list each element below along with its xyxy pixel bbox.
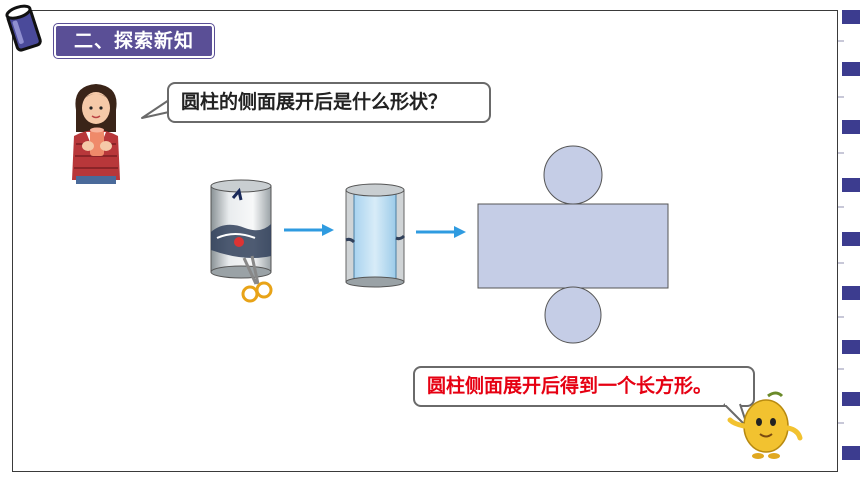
net-bottom-circle	[544, 286, 602, 344]
tin-can-icon	[210, 179, 272, 279]
section-title-badge: 二、探索新知	[53, 23, 215, 59]
cylinder-net-diagram	[477, 145, 669, 344]
girl-holding-cup-illustration	[72, 84, 120, 184]
net-lateral-rectangle	[477, 203, 669, 289]
arrow-right-icon	[416, 226, 466, 238]
right-decor-strip	[838, 0, 860, 484]
net-top-circle	[543, 145, 603, 205]
slide-frame	[12, 10, 838, 472]
answer-bubble: 圆柱侧面展开后得到一个长方形。	[413, 366, 755, 407]
scissors-icon	[241, 255, 273, 303]
cylinder-icon	[5, 4, 42, 52]
arrow-right-icon	[284, 224, 334, 236]
unrolled-cylinder-icon	[345, 183, 406, 288]
question-bubble: 圆柱的侧面展开后是什么形状？	[167, 82, 491, 123]
potato-mascot-illustration	[727, 391, 803, 459]
question-bubble-tail	[141, 99, 170, 119]
